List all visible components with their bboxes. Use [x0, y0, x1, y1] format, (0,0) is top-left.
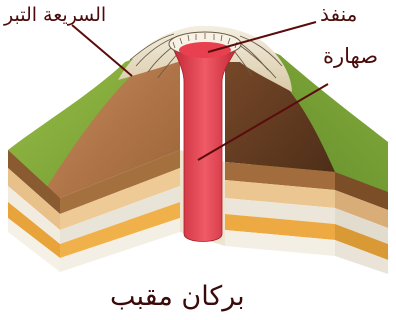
diagram-title: بركان مقبب: [110, 283, 245, 310]
magma-label: صهارة: [323, 46, 378, 67]
vent-magma-top: [179, 42, 231, 58]
tephra-leader-line: [72, 25, 132, 76]
vent-label: منفذ: [320, 4, 357, 24]
tephra-label: السريعة التبر: [4, 6, 106, 25]
